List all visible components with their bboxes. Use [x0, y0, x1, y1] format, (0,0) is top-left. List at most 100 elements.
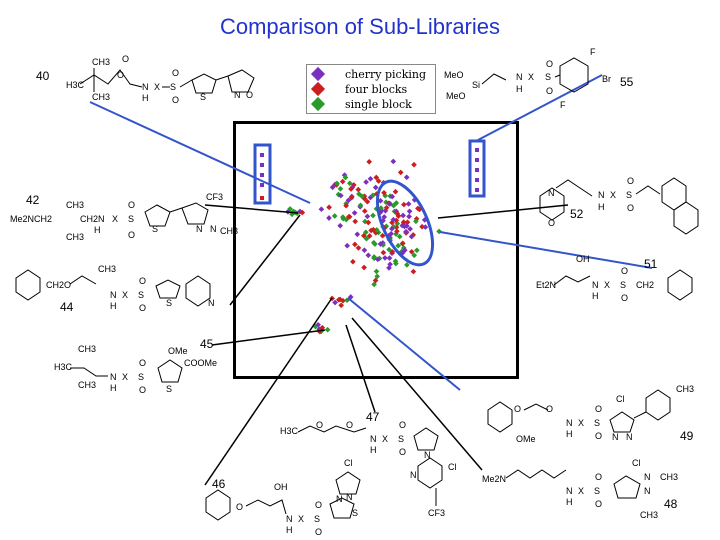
- scatter-point: [410, 268, 417, 275]
- structure-51: OH Et2N N H X S O O CH2: [536, 254, 693, 303]
- connector-48: [351, 317, 483, 471]
- atom-label: OH: [576, 254, 590, 264]
- connector-44: [229, 214, 301, 306]
- scatter-point: [260, 173, 264, 177]
- atom-label: O: [399, 447, 406, 457]
- atom-label: N: [370, 434, 377, 444]
- scatter-point: [348, 186, 354, 192]
- compound-label-47: 47: [366, 410, 380, 424]
- scatter-point: [377, 241, 384, 247]
- atom-label: H: [94, 225, 101, 235]
- scatter-point: [403, 174, 410, 181]
- scatter-point: [408, 248, 415, 255]
- scatter-point: [381, 189, 387, 196]
- atom-label: N: [516, 72, 523, 82]
- scatter-point: [371, 254, 377, 260]
- scatter-point: [373, 268, 380, 275]
- scatter-point: [393, 260, 399, 267]
- atom-label: CH3: [220, 226, 238, 236]
- atom-label: CH2N: [80, 214, 105, 224]
- structure-48: Me2N N H X S O O Cl N N CH3 CH3: [482, 458, 678, 520]
- atom-label: N: [592, 280, 599, 290]
- scatter-point: [365, 252, 372, 259]
- legend-item-four-blocks: four blocks: [310, 81, 407, 97]
- atom-label: N: [612, 432, 619, 442]
- atom-label: O: [128, 230, 135, 240]
- scatter-point: [413, 218, 419, 225]
- atom-label: H: [370, 445, 377, 455]
- atom-label: O: [621, 266, 628, 276]
- scatter-point: [287, 206, 293, 212]
- atom-label: O: [399, 420, 406, 430]
- structure-40: H3C CH3 CH3 O O N H X S O O S N O: [66, 54, 255, 105]
- scatter-point: [422, 224, 429, 230]
- scatter-point: [407, 226, 413, 232]
- highlight-box-right: [468, 139, 486, 198]
- legend: cherry picking four blocks single block: [306, 64, 436, 114]
- atom-label: Me2N: [482, 474, 506, 484]
- scatter-point: [374, 273, 381, 280]
- atom-label: X: [578, 486, 584, 496]
- structure-47: H3C O O N H X S O O N N Cl CF3: [280, 420, 457, 518]
- atom-label: H: [566, 497, 573, 507]
- atom-label: X: [610, 190, 616, 200]
- scatter-point: [414, 247, 420, 254]
- atom-label: O: [236, 502, 243, 512]
- scatter-point: [260, 196, 264, 200]
- scatter-point: [260, 163, 264, 167]
- atom-label: MeO: [444, 70, 464, 80]
- highlight-box-left: [253, 143, 272, 205]
- atom-label: S: [166, 384, 172, 394]
- atom-label: F: [590, 47, 596, 57]
- scatter-point: [337, 185, 344, 192]
- scatter-point: [352, 241, 358, 248]
- diamond-icon: [310, 81, 326, 97]
- atom-label: O: [627, 203, 634, 213]
- structure-42: Me2NCH2 CH3 CH3 CH2N H X S O O S CF3 N N…: [10, 192, 238, 242]
- atom-label: N: [424, 450, 431, 460]
- scatter-point: [389, 193, 396, 200]
- page-title: Comparison of Sub-Libraries: [219, 14, 501, 39]
- atom-label: O: [315, 500, 322, 510]
- scatter-point: [393, 200, 400, 206]
- legend-label: four blocks: [345, 82, 408, 96]
- scatter-point: [334, 180, 340, 187]
- scatter-point: [379, 232, 386, 239]
- scatter-point: [260, 153, 264, 157]
- atom-label: OMe: [168, 346, 188, 356]
- atom-label: O: [548, 218, 555, 228]
- scatter-point: [344, 242, 351, 249]
- scatter-point: [363, 179, 369, 185]
- scatter-point: [475, 168, 479, 172]
- atom-label: X: [382, 434, 388, 444]
- scatter-point: [373, 227, 380, 233]
- scatter-point: [366, 158, 373, 165]
- atom-label: O: [172, 68, 179, 78]
- structure-55: MeO Si MeO N H X S O O F Br F: [444, 47, 611, 110]
- scatter-point: [475, 178, 479, 182]
- scatter-point: [389, 225, 395, 232]
- atom-label: N: [626, 432, 633, 442]
- scatter-point: [318, 206, 325, 213]
- atom-label: CH2: [636, 280, 654, 290]
- atom-label: S: [545, 72, 551, 82]
- atom-label: O: [346, 420, 353, 430]
- scatter-point: [357, 202, 364, 209]
- atom-label: Cl: [448, 462, 457, 472]
- structure-44: CH2O CH3 N H X S O O S N: [15, 264, 215, 313]
- atom-label: H: [516, 84, 523, 94]
- atom-label: X: [154, 82, 160, 92]
- compound-label-40: 40: [36, 69, 50, 83]
- scatter-point: [389, 249, 396, 255]
- atom-label: N: [346, 492, 353, 502]
- atom-label: S: [594, 486, 600, 496]
- atom-label: O: [595, 431, 602, 441]
- atom-label: O: [122, 54, 129, 64]
- diamond-icon: [310, 66, 326, 82]
- scatter-point: [415, 205, 421, 212]
- scatter-point: [338, 302, 345, 309]
- scatter-point: [374, 256, 381, 263]
- scatter-point: [406, 208, 413, 215]
- scatter-point: [324, 326, 331, 333]
